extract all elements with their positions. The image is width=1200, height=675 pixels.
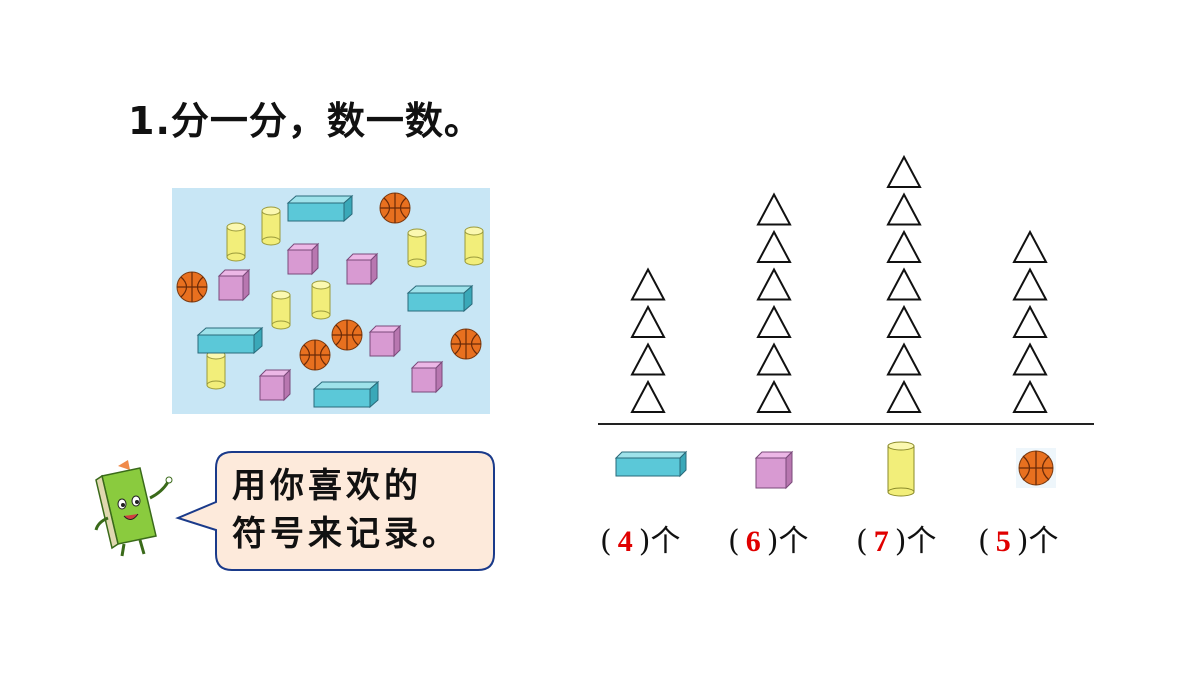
tally-triangle-icon <box>756 379 792 413</box>
tally-triangle-icon <box>886 192 922 226</box>
unit-label: 个 <box>778 524 809 559</box>
tally-triangle-icon <box>886 229 922 263</box>
answer-cube: (6)个 <box>728 516 808 560</box>
paren-open: ( <box>600 524 612 559</box>
tally-triangle-icon <box>1012 304 1048 338</box>
paren-open: ( <box>856 524 868 559</box>
tally-triangle-icon <box>756 229 792 263</box>
cube-icon <box>754 450 794 490</box>
book-mascot-icon <box>94 460 173 557</box>
tally-triangle-icon <box>630 342 666 376</box>
objects-picture <box>172 188 490 414</box>
unit-label: 个 <box>906 524 937 559</box>
tally-triangle-icon <box>1012 342 1048 376</box>
answer-value: 5 <box>995 525 1011 558</box>
answer-value: 4 <box>617 525 633 558</box>
tally-triangle-icon <box>630 304 666 338</box>
basketball-icon <box>1016 448 1056 488</box>
cuboid-icon <box>614 450 688 478</box>
tally-triangle-icon <box>1012 267 1048 301</box>
tally-triangle-icon <box>886 379 922 413</box>
unit-label: 个 <box>1028 524 1059 559</box>
unit-label: 个 <box>650 524 681 559</box>
problem-title: 1.分一分，数一数。 <box>128 99 483 143</box>
answer-cylinder: (7)个 <box>856 516 936 560</box>
speech-line-2: 符号来记录。 <box>232 514 460 554</box>
paren-close: ) <box>638 524 651 559</box>
tally-triangle-icon <box>886 342 922 376</box>
speech-line-1: 用你喜欢的 <box>232 466 422 506</box>
tally-triangle-icon <box>886 267 922 301</box>
tally-triangle-icon <box>1012 379 1048 413</box>
paren-close: ) <box>894 524 907 559</box>
paren-open: ( <box>728 524 740 559</box>
answer-basketball: (5)个 <box>978 516 1058 560</box>
answer-value: 6 <box>745 525 761 558</box>
tally-triangle-icon <box>756 342 792 376</box>
answer-cuboid: (4)个 <box>600 516 680 560</box>
speech-bubble <box>175 451 495 571</box>
tally-triangle-icon <box>756 192 792 226</box>
tally-triangle-icon <box>630 267 666 301</box>
tally-triangle-icon <box>886 154 922 188</box>
speech-bubble-text: 用你喜欢的 符号来记录。 <box>232 462 482 558</box>
tally-triangle-icon <box>630 379 666 413</box>
paren-close: ) <box>766 524 779 559</box>
tally-chart <box>598 154 1094 497</box>
answer-value: 7 <box>873 525 889 558</box>
paren-open: ( <box>978 524 990 559</box>
paren-close: ) <box>1016 524 1029 559</box>
tally-triangle-icon <box>756 267 792 301</box>
tally-triangle-icon <box>756 304 792 338</box>
tally-triangle-icon <box>1012 229 1048 263</box>
cylinder-icon <box>887 441 915 497</box>
tally-triangle-icon <box>886 304 922 338</box>
